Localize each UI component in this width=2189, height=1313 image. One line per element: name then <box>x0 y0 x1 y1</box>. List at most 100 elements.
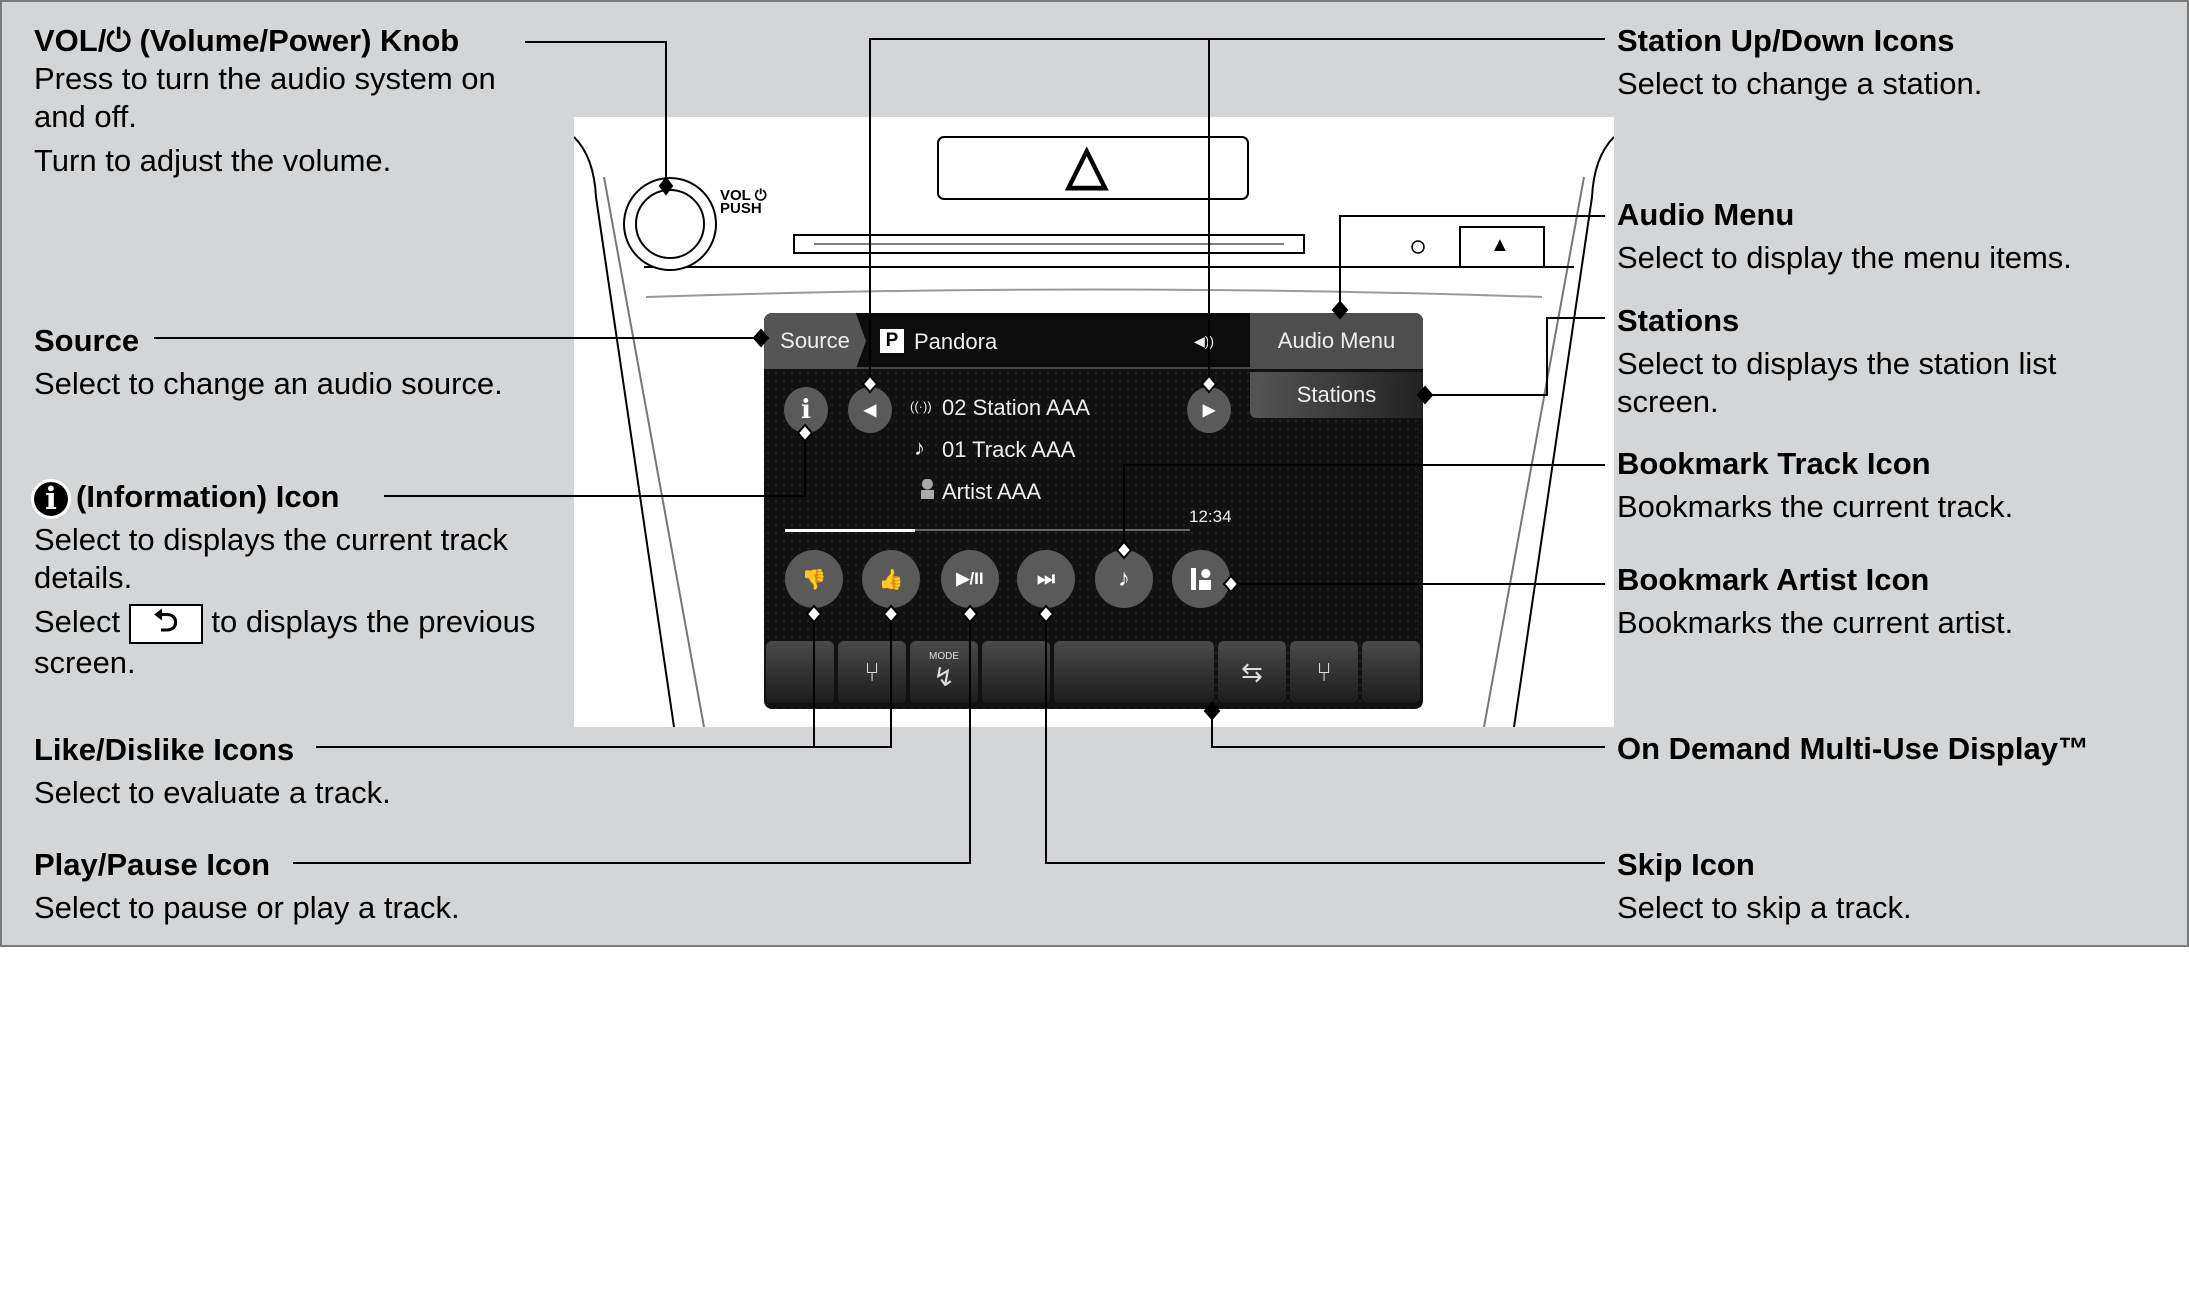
callout-information: i(Information) Icon Select to displays t… <box>31 478 535 682</box>
callout-title: Bookmark Track Icon <box>1617 446 1931 481</box>
play-pause-icon: ▶/II <box>956 569 984 588</box>
source-button[interactable]: Source <box>764 313 866 369</box>
pandora-icon: P <box>880 329 904 353</box>
back-icon: ⮌ <box>128 603 203 644</box>
callout-volume-knob: VOL/⏻ (Volume/Power) Knob Press to turn … <box>34 22 496 180</box>
callout-text: Select to change a station. <box>1617 66 1983 101</box>
callout-text: Select to change an audio source. <box>34 366 503 401</box>
track-time: 12:34 <box>1189 507 1232 526</box>
station-down-button[interactable]: ◀ <box>848 387 892 433</box>
callout-text: Turn to adjust the volume. <box>34 143 392 178</box>
seat-icon: ⑂ <box>864 656 880 687</box>
callout-text: screen. <box>34 644 136 680</box>
progress-bar[interactable] <box>785 529 1190 532</box>
callout-station-up-down: Station Up/Down Icons Select to change a… <box>1617 22 1982 103</box>
callout-title: Skip Icon <box>1617 847 1755 882</box>
bookmark-track-button[interactable]: ♪ <box>1095 550 1153 608</box>
next-icon: ▶ <box>1202 402 1216 419</box>
source-name: Pandora <box>914 329 998 354</box>
seat-heater-left-button[interactable]: ⑂ <box>838 641 906 703</box>
callout-skip: Skip Icon Select to skip a track. <box>1617 846 1912 927</box>
callout-like-dislike: Like/Dislike Icons Select to evaluate a … <box>34 731 391 812</box>
note-icon: ♪ <box>914 435 925 460</box>
callout-text: Select to displays the station list <box>1617 346 2057 381</box>
recirculation-button[interactable]: ⇆ <box>1218 641 1286 703</box>
multi-use-button-5[interactable] <box>1054 641 1214 703</box>
volume-knob[interactable] <box>636 190 704 258</box>
vol-text: VOL <box>720 187 751 204</box>
dislike-button[interactable]: 👎 <box>785 550 843 608</box>
vol-push-label: VOL ⏻PUSH <box>720 187 767 217</box>
callout-text: Select to pause or play a track. <box>34 890 460 925</box>
hazard-button[interactable]: △ <box>1066 135 1108 195</box>
callout-text: Select to skip a track. <box>1617 890 1912 925</box>
mode-label: MODE <box>929 651 959 662</box>
bookmark-track-icon: ♪ <box>1118 565 1130 592</box>
like-button[interactable]: 👍 <box>862 550 920 608</box>
touch-screen: Source P Pandora ◀)) Audio Menu Stations… <box>764 313 1423 709</box>
bookmark-artist-icon <box>1189 568 1213 590</box>
bookmark-artist-button[interactable] <box>1172 550 1230 608</box>
climate-mode-button[interactable]: MODE↯ <box>910 641 978 703</box>
skip-icon: ⏭ <box>1037 567 1055 590</box>
callout-bookmark-track: Bookmark Track Icon Bookmarks the curren… <box>1617 445 2013 526</box>
callout-title: Source <box>34 323 140 358</box>
multi-use-button-1[interactable] <box>766 641 834 703</box>
prev-icon: ◀ <box>863 402 877 419</box>
callout-title: Play/Pause Icon <box>34 847 271 882</box>
callout-play-pause: Play/Pause Icon Select to pause or play … <box>34 846 460 927</box>
thumbs-up-icon: 👍 <box>878 568 904 591</box>
station-name: 02 Station AAA <box>942 395 1090 420</box>
callout-text: Select to displays the current track <box>34 522 508 557</box>
callout-bookmark-artist: Bookmark Artist Icon Bookmarks the curre… <box>1617 561 2013 642</box>
callout-text: details. <box>34 560 133 595</box>
recirculation-car-icon: ⇆ <box>1241 656 1263 687</box>
eject-button[interactable]: ▲ <box>1490 234 1510 256</box>
callout-title: Bookmark Artist Icon <box>1617 562 1930 597</box>
callout-text: screen. <box>1617 384 1719 419</box>
info-button[interactable]: i <box>784 387 828 433</box>
callout-text: to displays the previous <box>211 604 536 639</box>
callout-title: (Information) Icon <box>76 479 340 514</box>
callout-text: Press to turn the audio system on <box>34 61 496 96</box>
push-text: PUSH <box>720 200 762 217</box>
seat-heater-right-button[interactable]: ⑂ <box>1290 641 1358 703</box>
stations-button[interactable]: Stations <box>1250 372 1423 418</box>
skip-button[interactable]: ⏭ <box>1017 550 1075 608</box>
callout-title: VOL/⏻ (Volume/Power) Knob <box>34 23 460 58</box>
seat-icon: ⑂ <box>1316 656 1332 687</box>
callout-title-row: i(Information) Icon <box>31 478 535 519</box>
antenna-icon: ((·)) <box>910 399 932 414</box>
audio-menu-label: Audio Menu <box>1277 328 1396 353</box>
play-pause-button[interactable]: ▶/II <box>941 550 999 608</box>
multi-use-button-4[interactable] <box>982 641 1050 703</box>
callout-stations: Stations Select to displays the station … <box>1617 302 2056 421</box>
info-icon: i <box>801 395 811 425</box>
stations-label: Stations <box>1296 382 1377 407</box>
multi-use-button-8[interactable] <box>1362 641 1420 703</box>
track-name: 01 Track AAA <box>942 437 1076 462</box>
callout-title: Audio Menu <box>1617 197 1795 232</box>
callout-text: Select to evaluate a track. <box>34 775 391 810</box>
information-icon: i <box>31 478 71 519</box>
thumbs-down-icon: 👎 <box>801 568 827 591</box>
artist-icon <box>912 479 934 499</box>
callout-text: Bookmarks the current artist. <box>1617 605 2014 640</box>
callout-text: and off. <box>34 99 137 134</box>
source-label: Source <box>780 328 850 353</box>
callout-title: On Demand Multi-Use Display™ <box>1617 731 2089 766</box>
callout-multi-use-display: On Demand Multi-Use Display™ <box>1617 730 2089 768</box>
callout-title: Station Up/Down Icons <box>1617 23 1955 58</box>
artist-name: Artist AAA <box>942 479 1042 504</box>
audio-menu-button[interactable]: Audio Menu <box>1250 313 1423 369</box>
airflow-icon: ↯ <box>933 662 955 692</box>
callout-text: Bookmarks the current track. <box>1617 489 2014 524</box>
station-up-button[interactable]: ▶ <box>1187 387 1231 433</box>
callout-text: Select to display the menu items. <box>1617 240 2072 275</box>
callout-title: Stations <box>1617 303 1740 338</box>
callout-source: Source Select to change an audio source. <box>34 322 503 403</box>
callout-text: Select <box>34 604 121 639</box>
callout-audio-menu: Audio Menu Select to display the menu it… <box>1617 196 2072 277</box>
progress-fill <box>785 529 915 532</box>
callout-text-row: Select ⮌ to displays the previous <box>34 603 535 644</box>
